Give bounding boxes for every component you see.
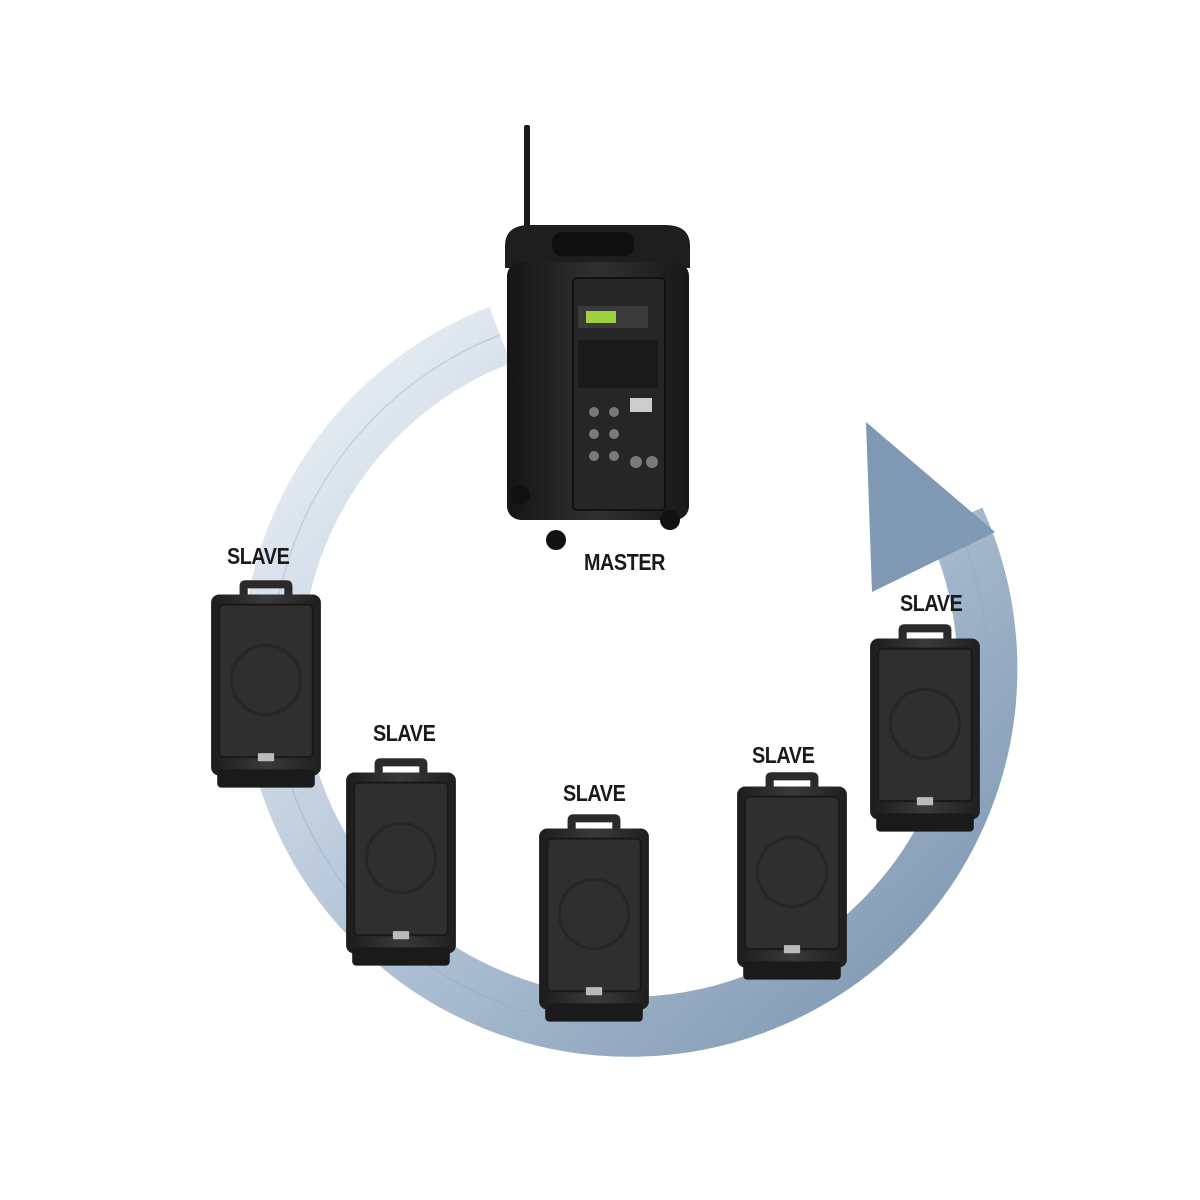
arrow-head	[866, 422, 995, 592]
slave-speaker-5	[868, 622, 982, 834]
slave-speaker-2	[344, 756, 458, 968]
master-label: MASTER	[584, 549, 665, 575]
slave-label-4: SLAVE	[752, 742, 815, 768]
slave-label-1: SLAVE	[227, 543, 290, 569]
slave-speaker-1	[209, 578, 323, 790]
slave-label-2: SLAVE	[373, 720, 436, 746]
slave-label-3: SLAVE	[563, 780, 626, 806]
slave-speaker-3	[537, 812, 651, 1024]
slave-speaker-4	[735, 770, 849, 982]
slave-label-5: SLAVE	[900, 590, 963, 616]
master-unit-graphic	[505, 125, 690, 550]
